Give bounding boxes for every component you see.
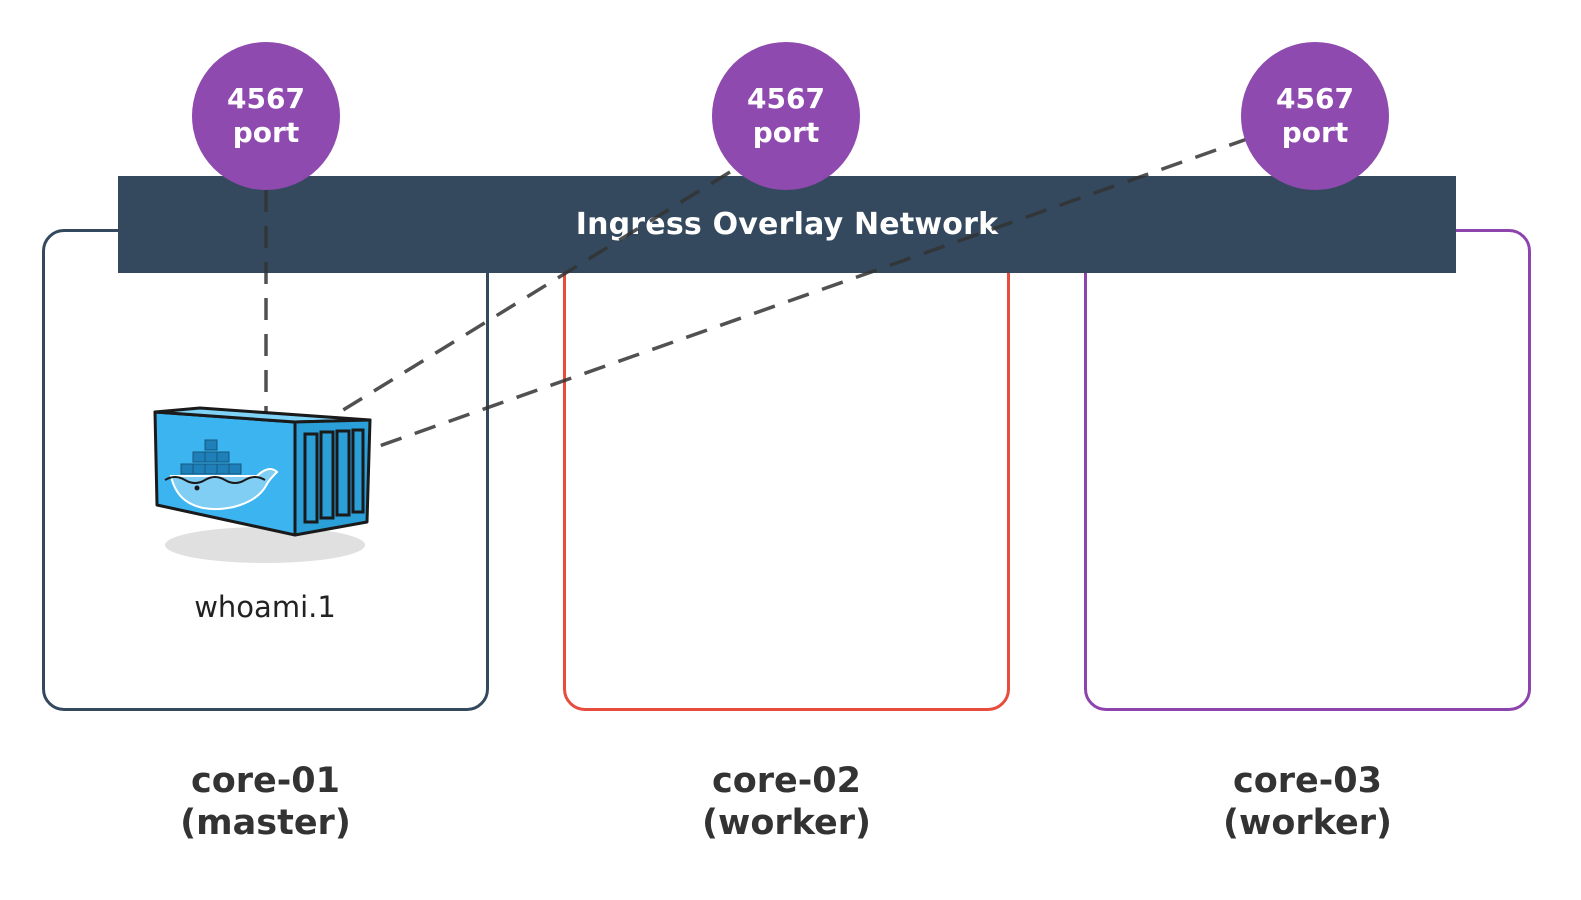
port-number: 4567: [747, 82, 825, 115]
overlay-network-label: Ingress Overlay Network: [575, 207, 999, 242]
node-name: core-02: [711, 761, 862, 801]
node-box-core-02: [563, 229, 1010, 711]
node-name: core-03: [1232, 761, 1383, 801]
port-circle-core-01: 4567 port: [192, 42, 340, 190]
node-label-core-03: core-03 (worker): [1084, 760, 1531, 844]
port-label: port: [752, 116, 820, 149]
port-label: port: [1281, 116, 1349, 149]
port-label: port: [232, 116, 300, 149]
docker-container-icon: [153, 406, 372, 563]
node-role: (master): [180, 803, 351, 843]
ingress-overlay-network-bar: Ingress Overlay Network: [118, 176, 1456, 273]
port-number: 4567: [227, 82, 305, 115]
node-label-core-02: core-02 (worker): [563, 760, 1010, 844]
node-label-core-01: core-01 (master): [42, 760, 489, 844]
container-name-label: whoami.1: [194, 590, 336, 624]
node-role: (worker): [1223, 803, 1392, 843]
node-role: (worker): [702, 803, 871, 843]
port-circle-core-02: 4567 port: [712, 42, 860, 190]
node-box-core-03: [1084, 229, 1531, 711]
node-name: core-01: [190, 761, 341, 801]
port-circle-core-03: 4567 port: [1241, 42, 1389, 190]
port-number: 4567: [1276, 82, 1354, 115]
